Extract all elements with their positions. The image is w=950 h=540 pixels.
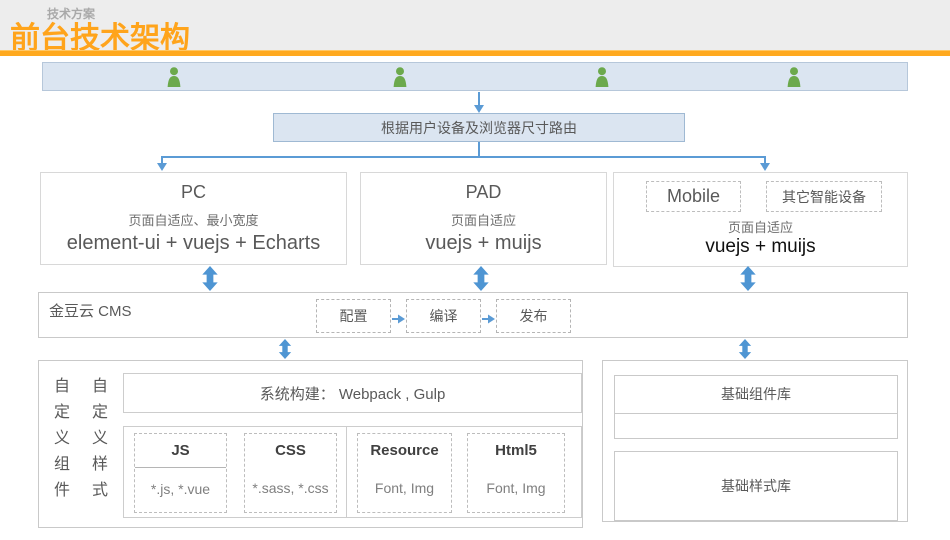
pc-stack: element-ui + vuejs + Echarts xyxy=(67,232,320,255)
module-js: JS *.js, *.vue xyxy=(134,433,227,513)
pipeline-step-publish: 发布 xyxy=(496,299,571,333)
base-component-lib-box: 基础组件库 xyxy=(614,375,898,439)
pc-subtitle: 页面自适应、最小宽度 xyxy=(128,210,258,229)
connector-line xyxy=(478,142,480,157)
base-libs-panel: 基础组件库 基础样式库 xyxy=(602,360,908,522)
pipeline-step-config: 配置 xyxy=(316,299,391,333)
module-js-detail: *.js, *.vue xyxy=(135,481,226,497)
pc-title: PC xyxy=(181,182,206,203)
mobile-subtitle: 页面自适应 xyxy=(614,217,907,236)
cms-label: 金豆云 CMS xyxy=(49,300,132,321)
other-devices-tag: 其它智能设备 xyxy=(766,181,882,212)
module-css-title: CSS xyxy=(245,434,336,467)
user-icon xyxy=(165,67,183,88)
pc-box: PC 页面自适应、最小宽度 element-ui + vuejs + Echar… xyxy=(40,172,347,265)
module-css-detail: *.sass, *.css xyxy=(245,480,336,496)
module-resource: Resource Font, Img xyxy=(357,433,452,513)
mobile-box: Mobile 其它智能设备 页面自适应 vuejs + muijs xyxy=(613,172,908,267)
mobile-stack: vuejs + muijs xyxy=(614,236,907,258)
pad-box: PAD 页面自适应 vuejs + muijs xyxy=(360,172,607,265)
module-html5-title: Html5 xyxy=(468,434,564,467)
arrow-down-icon xyxy=(157,163,167,171)
arrow-right-icon xyxy=(482,311,495,321)
modules-container: JS *.js, *.vue CSS *.sass, *.css Resourc… xyxy=(123,426,582,518)
pipeline-step-compile: 编译 xyxy=(406,299,481,333)
user-icon xyxy=(593,67,611,88)
module-resource-title: Resource xyxy=(358,434,451,467)
arrow-down-icon xyxy=(478,92,480,106)
system-build-box: 系统构建： Webpack , Gulp xyxy=(123,373,582,413)
base-style-lib-box: 基础样式库 xyxy=(614,451,898,521)
mobile-tag: Mobile xyxy=(646,181,741,212)
module-resource-detail: Font, Img xyxy=(358,480,451,496)
connector-line xyxy=(161,156,766,158)
user-icon xyxy=(391,67,409,88)
router-box: 根据用户设备及浏览器尺寸路由 xyxy=(273,113,685,142)
pad-stack: vuejs + muijs xyxy=(425,232,541,255)
arrow-right-icon xyxy=(392,311,405,321)
module-js-title: JS xyxy=(135,434,226,468)
base-component-lib-label: 基础组件库 xyxy=(615,376,897,414)
pad-subtitle: 页面自适应 xyxy=(451,210,516,229)
arrow-down-icon xyxy=(474,105,484,113)
module-html5-detail: Font, Img xyxy=(468,480,564,496)
user-icon xyxy=(785,67,803,88)
accent-bar xyxy=(0,50,950,56)
pad-title: PAD xyxy=(466,182,502,203)
arrow-down-icon xyxy=(760,163,770,171)
custom-components-label: 自定义组件 xyxy=(47,377,71,522)
users-bar xyxy=(42,62,908,91)
custom-styles-label: 自定义样式 xyxy=(85,377,109,522)
custom-build-panel: 自定义组件 自定义样式 系统构建： Webpack , Gulp JS *.js… xyxy=(38,360,583,528)
module-css: CSS *.sass, *.css xyxy=(244,433,337,513)
divider xyxy=(346,427,347,517)
module-html5: Html5 Font, Img xyxy=(467,433,565,513)
